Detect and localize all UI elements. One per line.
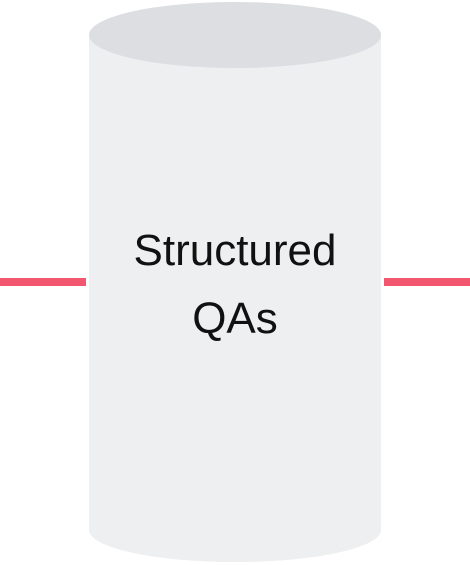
cylinder-body (89, 35, 381, 562)
node-label-line-2: QAs (192, 294, 278, 343)
node-label-line-1: Structured (134, 226, 337, 275)
database-cylinder-node[interactable]: Structured QAs (89, 2, 381, 562)
cylinder-top (89, 2, 381, 68)
